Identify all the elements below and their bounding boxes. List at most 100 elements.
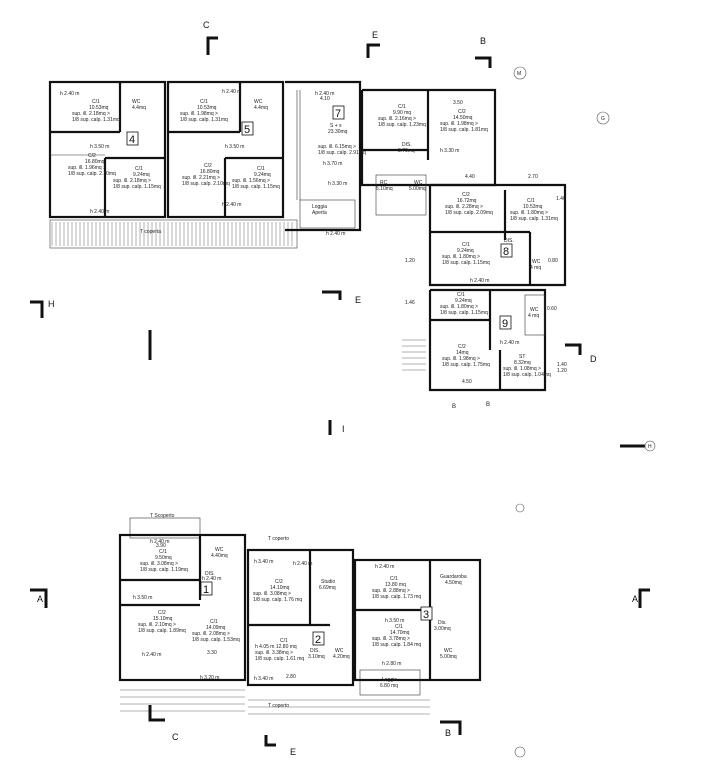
- room-illum: sup. ill. 1.98mq >: [180, 111, 218, 117]
- room-area: 10.53mq: [523, 204, 543, 210]
- room-name: C/1: [92, 99, 100, 105]
- room-illum: sup. ill. 3.38mq >: [255, 650, 293, 656]
- room-calp: 1/8 sup. calp. 1.31mq: [72, 117, 120, 123]
- label-height: h 3.50 m: [133, 595, 152, 601]
- room-calp: 1/8 sup. calp. 1.73 mq: [372, 594, 421, 600]
- room-name: T coperto: [268, 536, 289, 542]
- room-illum: sup. ill. 2.18mq >: [72, 111, 110, 117]
- room-name: C/1: [210, 619, 218, 625]
- label-height: h 2.40 m: [90, 209, 109, 215]
- room-calp: 1/8 sup. calp. 1.75mq: [442, 362, 490, 368]
- room-name: C/2: [88, 153, 96, 159]
- room-calp: 1/8 sup. calp. 2.91mq: [318, 150, 366, 156]
- section-label-C2: C: [172, 732, 179, 742]
- dim-label: 1.46: [405, 300, 415, 306]
- room-name: S + s: [330, 123, 342, 129]
- unit-8-outline: [428, 183, 567, 287]
- upper-floor-plan: [48, 80, 567, 392]
- room-name: C/1: [200, 99, 208, 105]
- room-name: C/1: [398, 104, 406, 110]
- room-area: 3.00mq: [434, 626, 451, 632]
- section-label-G: G: [601, 116, 605, 122]
- unit-number-3: 3: [423, 609, 429, 621]
- room-area: 9.24mq: [133, 172, 150, 178]
- room-area: 4.50mq: [445, 580, 462, 586]
- terrace-label: T coperta: [140, 229, 161, 235]
- section-markers: C E B H E D B B I M G H A A C E B: [30, 20, 656, 758]
- label-height: h 3.30 m: [440, 148, 459, 154]
- room-area: 3.10mq: [308, 654, 325, 660]
- unit-number-1: 1: [203, 584, 209, 596]
- terrace-hatch-upper: [49, 219, 298, 249]
- room-area: 23.30mq: [328, 129, 348, 135]
- room-name: WC: [530, 307, 539, 313]
- label-height: h 2.40 m: [222, 89, 241, 95]
- label-height: h 3.40 m: [254, 559, 273, 565]
- room-name: RC: [380, 180, 388, 186]
- dim-label: 3.30: [207, 650, 217, 656]
- unit-9-outline: [428, 288, 547, 392]
- room-illum: sup. ill. 1.98mq >: [440, 121, 478, 127]
- stair-hatch-unit-9: [402, 339, 426, 371]
- label-height: h 3.20 m: [200, 675, 219, 681]
- room-area: 9.90 mq: [393, 110, 411, 116]
- room-area: 8.32mq: [514, 360, 531, 366]
- room-labels: h 2.40 m C/1 10.53mq sup. ill. 2.18mq > …: [60, 89, 558, 709]
- dim-label: 2.80: [286, 674, 296, 680]
- room-name: WC: [335, 648, 344, 654]
- room-illum: sup. ill. 3.08mq >: [140, 561, 178, 567]
- room-name: WC: [532, 259, 541, 265]
- room-area: 16.80mq: [85, 159, 105, 165]
- unit-number-2: 2: [315, 634, 321, 646]
- room-name: C/1: [395, 624, 403, 630]
- room-illum: sup. ill. 2.21mq >: [182, 175, 220, 181]
- dimension-labels: 1.40 0.80 1.20 1.46 0.60 1.40 1.20 3.50 …: [156, 96, 567, 680]
- room-area: 9.24mq: [455, 298, 472, 304]
- room-calp: 1/8 sup. calp. 1.89mq: [138, 628, 186, 634]
- room-area: 14.09mq: [206, 625, 226, 631]
- label-height: h 2.40 m: [142, 652, 161, 658]
- room-illum: sup. ill. 2.28mq >: [445, 204, 483, 210]
- room-area: 16.72mq: [457, 198, 477, 204]
- room-name: C/2: [275, 579, 283, 585]
- label-height: h 2.40 m: [293, 561, 312, 567]
- dim-label: 1.20: [405, 258, 415, 264]
- room-illum: sup. ill. 1.08mq >: [503, 366, 541, 372]
- dim-label: 1.40: [557, 362, 567, 368]
- label-height: h 2.40 m: [150, 539, 169, 545]
- room-calp: 1/8 sup. calp. 1.81mq: [440, 127, 488, 133]
- section-label-H2: H: [648, 444, 652, 450]
- label-height: h 2.40 m: [202, 576, 221, 582]
- label-height: h 2.40 m: [500, 340, 519, 346]
- room-area: 3.70mq: [398, 148, 415, 154]
- room-calp: 1/8 sup. calp. 1.31mq: [510, 216, 558, 222]
- label-height: h 2.40 m: [60, 91, 79, 97]
- room-area: 14.70mq: [390, 630, 410, 636]
- unit-number-8: 8: [503, 246, 509, 258]
- room-name: C/2: [462, 192, 470, 198]
- room-name: ST: [519, 354, 525, 360]
- room-name: WC: [132, 99, 141, 105]
- room-calp: 1/8 sup. calp. 1.15mq: [440, 310, 488, 316]
- label-height: h 2.40 m: [326, 231, 345, 237]
- room-name: C/1: [280, 638, 288, 644]
- room-area: 4 mq: [530, 265, 541, 271]
- room-area: 10.53mq: [89, 105, 109, 111]
- dim-label: 2.70: [528, 174, 538, 180]
- room-calp: 1/8 sup. calp. 1.15mq: [442, 260, 490, 266]
- room-name: T coperto: [268, 703, 289, 709]
- room-illum: sup. ill. 2.16mq >: [378, 116, 416, 122]
- room-illum: sup. ill. 1.56mq >: [232, 178, 270, 184]
- dim-label: 4.50: [462, 379, 472, 385]
- dim-label: 3.50: [453, 100, 463, 106]
- room-area: 6.69mq: [319, 585, 336, 591]
- room-name: T Scoperto: [150, 513, 175, 519]
- label-height: h 3.40 m: [254, 676, 273, 682]
- room-illum: sup. ill. 1.80mq >: [442, 254, 480, 260]
- room-calp: 1/8 sup. calp. 2.10mq: [182, 181, 230, 187]
- section-label-E: E: [372, 30, 378, 40]
- dim-label: 4.10: [320, 96, 330, 102]
- dim-label: 0.60: [547, 306, 557, 312]
- room-name: WC: [444, 648, 453, 654]
- dim-label: 3.90: [156, 543, 166, 549]
